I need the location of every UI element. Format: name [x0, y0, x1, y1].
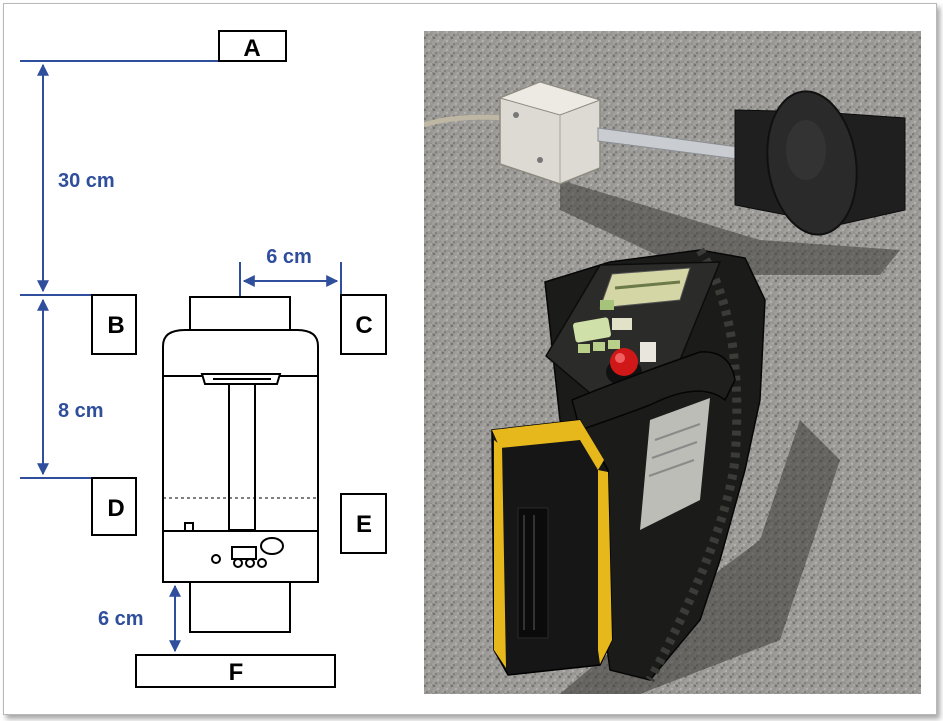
device-bottom-cap [189, 581, 291, 633]
probe-electronics-box [498, 81, 602, 185]
device-outline [162, 296, 319, 633]
label-e: E [356, 511, 372, 538]
probe-detector-head [734, 90, 906, 236]
label-box-e: E [340, 493, 387, 554]
label-a: A [243, 35, 260, 62]
label-box-f: F [135, 654, 336, 688]
dimension-label-8cm: 8 cm [58, 400, 104, 422]
label-box-a: A [218, 30, 287, 62]
label-f: F [229, 659, 244, 686]
instrument-display-window [599, 267, 691, 309]
schematic-diagram: A 30 cm B 8 cm D 6 cm C E [20, 30, 387, 688]
label-box-c: C [340, 294, 387, 355]
label-c: C [355, 312, 372, 339]
device-display [231, 546, 257, 560]
instrument-keypad [573, 300, 632, 353]
device-photo [424, 31, 921, 694]
label-b: B [107, 312, 124, 339]
label-box-d: D [91, 477, 137, 536]
label-box-b: B [91, 294, 137, 355]
dimension-label-6cm-horizontal: 6 cm [266, 246, 312, 268]
yellow-battery-pack [491, 419, 613, 676]
device-top-cap [189, 296, 291, 331]
dimension-label-6cm-vertical: 6 cm [98, 608, 144, 630]
probe-cable [424, 114, 506, 128]
instrument-side-label [640, 398, 710, 530]
label-d: D [107, 495, 124, 522]
dimension-label-30cm: 30 cm [58, 170, 115, 192]
instrument-handle [571, 351, 736, 431]
device-handle [228, 383, 256, 531]
